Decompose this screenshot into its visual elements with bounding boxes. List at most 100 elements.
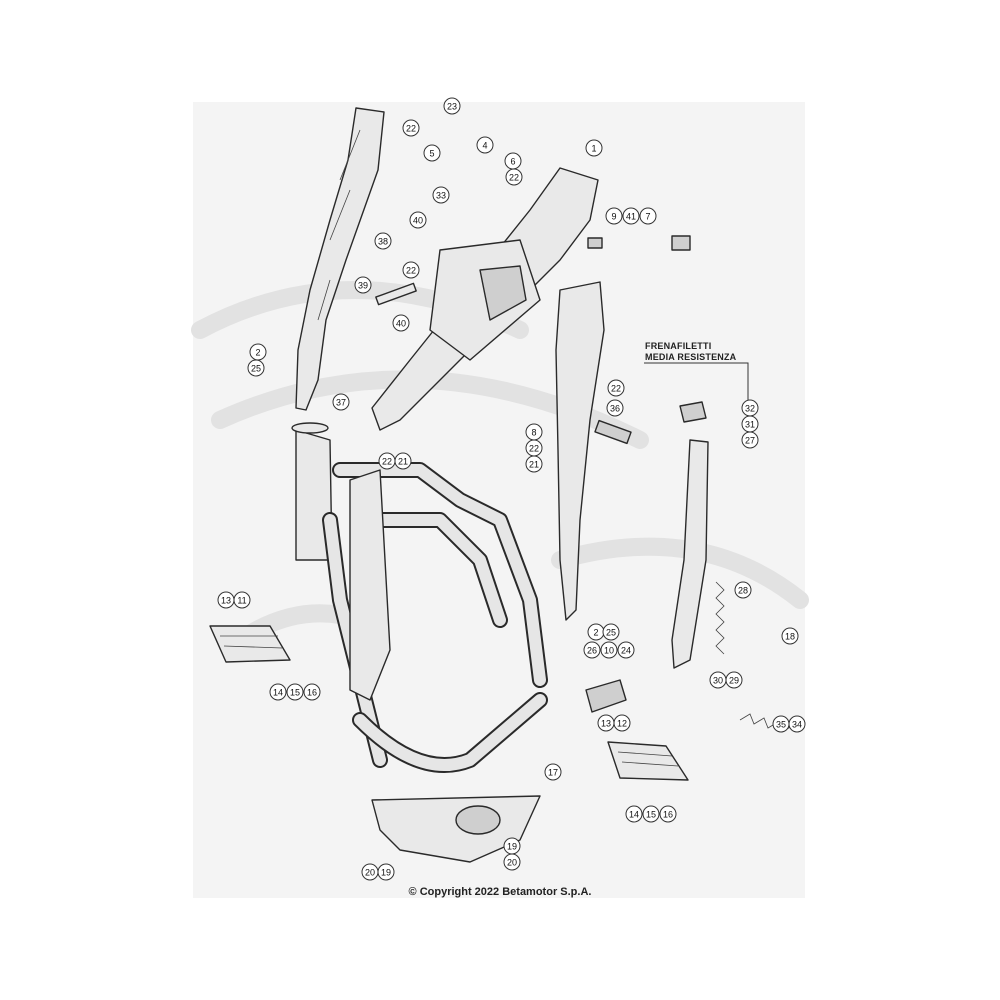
callout-number: 10 (604, 646, 614, 656)
callout-4: 4 (476, 136, 494, 154)
callout-number: 20 (507, 858, 517, 868)
side-stand-part (671, 401, 709, 669)
callout-number: 26 (587, 646, 597, 656)
callout-9: 9 (605, 207, 623, 225)
callout-number: 38 (378, 237, 388, 247)
callout-2: 2 (249, 343, 267, 361)
callout-number: 4 (482, 141, 487, 151)
callout-37: 37 (332, 393, 350, 411)
callout-22-2: 22 (505, 168, 523, 186)
callout-19-2: 19 (503, 837, 521, 855)
callout-33: 33 (432, 186, 450, 204)
callout-22: 22 (402, 119, 420, 137)
main-frame-part (295, 429, 548, 773)
callout-number: 28 (738, 586, 748, 596)
callout-22-5: 22 (525, 439, 543, 457)
callout-15-2: 15 (642, 805, 660, 823)
callout-number: 36 (610, 404, 620, 414)
callout-number: 29 (729, 676, 739, 686)
callout-27: 27 (741, 431, 759, 449)
callout-11: 11 (233, 591, 251, 609)
callout-12: 12 (613, 714, 631, 732)
callout-number: 12 (617, 719, 627, 729)
callout-number: 19 (381, 868, 391, 878)
callout-number: 21 (529, 460, 539, 470)
callout-17: 17 (544, 763, 562, 781)
callout-15: 15 (286, 683, 304, 701)
callout-35: 35 (772, 715, 790, 733)
callout-8: 8 (525, 423, 543, 441)
callout-number: 31 (745, 420, 755, 430)
callout-number: 22 (509, 173, 519, 183)
callout-number: 2 (255, 348, 260, 358)
callout-1: 1 (585, 139, 603, 157)
callout-number: 5 (429, 149, 434, 159)
callout-18: 18 (781, 627, 799, 645)
callout-number: 40 (396, 319, 406, 329)
callout-number: 15 (646, 810, 656, 820)
copyright-text: © Copyright 2022 Betamotor S.p.A. (408, 886, 592, 898)
right-footpeg-part (607, 741, 689, 781)
callout-22-6: 22 (378, 452, 396, 470)
callout-16: 16 (303, 683, 321, 701)
callout-labels: 1224567891011121313141415151616171819192… (217, 97, 806, 881)
callout-32: 32 (741, 399, 759, 417)
callout-number: 40 (413, 216, 423, 226)
callout-21-2: 21 (525, 455, 543, 473)
callout-14: 14 (269, 683, 287, 701)
callout-number: 22 (382, 457, 392, 467)
callout-13: 13 (217, 591, 235, 609)
left-footpeg-part (209, 625, 291, 663)
callout-2-2: 2 (587, 623, 605, 641)
callout-number: 30 (713, 676, 723, 686)
callout-number: 13 (221, 596, 231, 606)
callout-number: 20 (365, 868, 375, 878)
callout-40: 40 (409, 211, 427, 229)
callout-number: 22 (611, 384, 621, 394)
callout-39: 39 (354, 276, 372, 294)
callout-number: 37 (336, 398, 346, 408)
skid-plate-part (371, 795, 541, 863)
callout-7: 7 (639, 207, 657, 225)
callout-20-2: 20 (503, 853, 521, 871)
callout-number: 14 (629, 810, 639, 820)
callout-number: 33 (436, 191, 446, 201)
threadlock-note-line1: FRENAFILETTI (645, 341, 712, 351)
callout-number: 32 (745, 404, 755, 414)
rear-subframe-part (371, 167, 605, 621)
callout-number: 1 (591, 144, 596, 154)
callout-13-2: 13 (597, 714, 615, 732)
callout-36: 36 (606, 399, 624, 417)
callout-20: 20 (361, 863, 379, 881)
callout-number: 41 (626, 212, 636, 222)
front-bracket-part (295, 107, 385, 411)
callout-29: 29 (725, 671, 743, 689)
callout-number: 8 (531, 428, 536, 438)
callout-number: 7 (645, 212, 650, 222)
callout-number: 23 (447, 102, 457, 112)
callout-41: 41 (622, 207, 640, 225)
callout-23: 23 (443, 97, 461, 115)
callout-number: 21 (398, 457, 408, 467)
callout-19: 19 (377, 863, 395, 881)
small-hardware (291, 235, 691, 713)
callout-number: 25 (606, 628, 616, 638)
callout-number: 6 (510, 157, 515, 167)
callout-26: 26 (583, 641, 601, 659)
callout-34: 34 (788, 715, 806, 733)
callout-14-2: 14 (625, 805, 643, 823)
callout-number: 25 (251, 364, 261, 374)
callout-24: 24 (617, 641, 635, 659)
callout-6: 6 (504, 152, 522, 170)
callout-number: 24 (621, 646, 631, 656)
callout-number: 22 (406, 124, 416, 134)
callout-21: 21 (394, 452, 412, 470)
callout-number: 17 (548, 768, 558, 778)
callout-number: 35 (776, 720, 786, 730)
threadlock-note-line2: MEDIA RESISTENZA (645, 352, 737, 362)
callout-number: 27 (745, 436, 755, 446)
callout-16-2: 16 (659, 805, 677, 823)
callout-number: 16 (307, 688, 317, 698)
